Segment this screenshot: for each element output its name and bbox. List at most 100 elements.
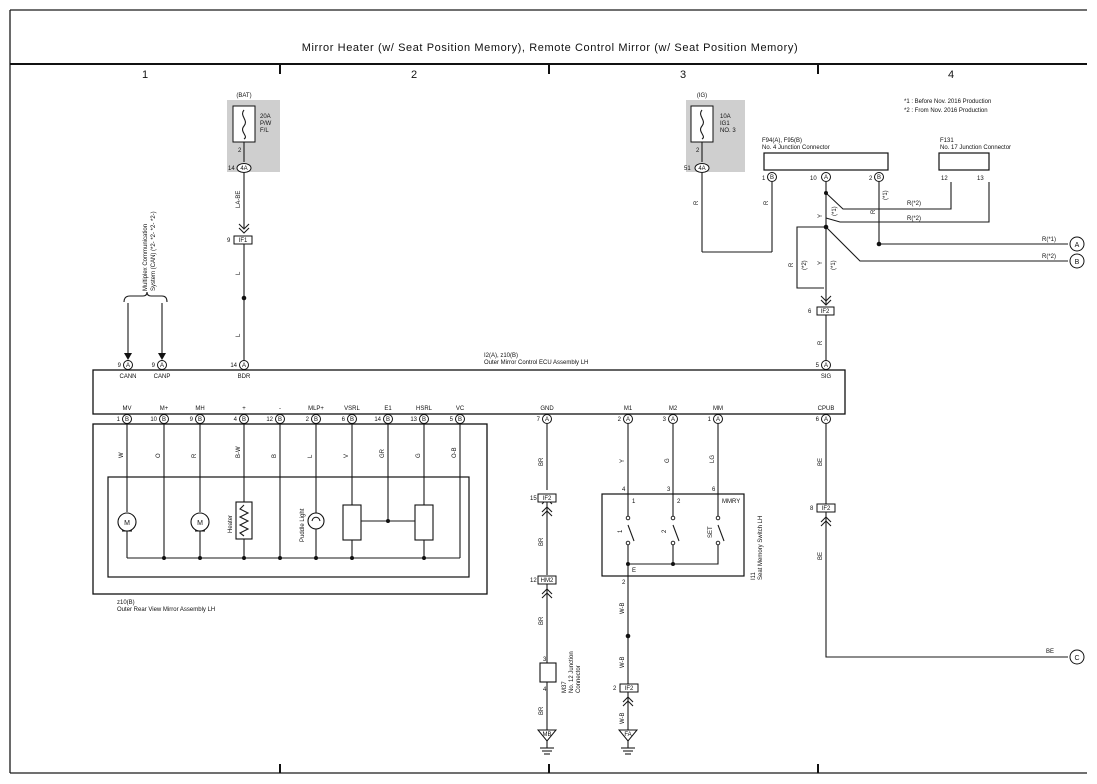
ecu-pin-label: CPUB: [818, 406, 835, 412]
ecu-pin-conn: B: [198, 417, 202, 423]
ecu-assembly: I2(A), z10(B) Outer Mirror Control ECU A…: [92, 353, 846, 415]
ecu-pin-conn: A: [626, 417, 630, 423]
ecu-pin-label: E1: [384, 406, 392, 412]
ecu-name: Outer Mirror Control ECU Assembly LH: [484, 360, 588, 366]
ecu-pin-conn: B: [162, 417, 166, 423]
offpage-connector-a: [1069, 236, 1085, 252]
ecu-pin-label: CANN: [119, 374, 136, 380]
ig-fuse-name2: NO. 3: [720, 128, 736, 134]
bat-fuse-amp: 20A: [260, 114, 271, 120]
svg-text:IF2: IF2: [625, 686, 634, 692]
ecu-pin-label: M+: [160, 406, 169, 412]
svg-text:M: M: [197, 520, 203, 527]
jc12-pin-bot: 4: [543, 687, 547, 693]
wire-color-label: G: [416, 453, 422, 458]
can-bus: Multiplex Communication System (CAN) (*2…: [123, 211, 168, 360]
ig-supply-label: (IG): [697, 93, 707, 99]
wire-color-label: O-B: [452, 447, 458, 458]
wire-color-label: L: [308, 454, 314, 458]
heater-icon: [235, 501, 253, 540]
svg-text:B: B: [877, 175, 881, 181]
wire-r-ig: R: [694, 200, 700, 205]
jc17-pin-12: 12: [941, 176, 948, 182]
puddle-light-icon: [307, 512, 325, 530]
ecu-pin-number: 1: [117, 417, 121, 423]
page-frame: [9, 9, 1087, 774]
ecu-pin-label: MLP+: [308, 406, 324, 412]
ecu-pin-number: 1: [708, 417, 712, 423]
ig-fuse-conn: 4A: [698, 166, 705, 172]
ecu-pin-conn: A: [126, 363, 130, 369]
svg-text:12: 12: [530, 578, 537, 584]
wire-br-1: BR: [539, 457, 545, 466]
ecu-pin-label: M1: [624, 406, 633, 412]
ground-mb: MB: [543, 732, 552, 738]
wire-br-2: BR: [539, 537, 545, 546]
ecu-pin-m2: [668, 414, 678, 424]
jc4-pin-10: 10: [810, 176, 817, 182]
ecu-pin-number: 9: [190, 417, 194, 423]
switch-pin-6: 6: [712, 487, 716, 493]
svg-text:2: 2: [613, 686, 617, 692]
ecu-pin-label: MM: [713, 406, 723, 412]
note-2: *2 : From Nov. 2016 Production: [904, 108, 988, 114]
ecu-pin-number: 9: [118, 363, 122, 369]
bat-fuse-name: P/W: [260, 121, 272, 127]
junction-connector-17: F131 No. 17 Junction Connector 12 13: [938, 138, 1011, 182]
ecu-pin-number: 3: [663, 417, 667, 423]
ecu-pin-m1: [623, 414, 633, 424]
ecu-pin-number: 2: [618, 417, 622, 423]
svg-text:B: B: [1075, 259, 1080, 266]
ecu-pin-label: +: [242, 406, 246, 412]
note-1: *1 : Before Nov. 2016 Production: [904, 99, 991, 105]
ecu-pin-conn: B: [458, 417, 462, 423]
ecu-pin-conn: A: [671, 417, 675, 423]
wire-r-loop: R: [789, 262, 795, 267]
wire-star1-upper: (*1): [832, 206, 838, 216]
ecu-pin-label: VSRL: [344, 406, 360, 412]
wire-color-label: G: [665, 458, 671, 463]
ecu-pin-conn: B: [350, 417, 354, 423]
offpage-connector-b: [1069, 253, 1085, 269]
wire-wb-2: W-B: [620, 656, 626, 668]
ecu-label: I2(A), z10(B): [484, 353, 518, 359]
wire-r-star2-b: R(*2): [907, 216, 921, 222]
svg-text:IF1: IF1: [239, 238, 248, 244]
ecu-pin-label: MV: [123, 406, 132, 412]
ecu-pin-conn: A: [545, 417, 549, 423]
bat-supply-label: (BAT): [236, 93, 251, 99]
wire-color-label: O: [156, 453, 162, 458]
svg-text:M: M: [124, 520, 130, 527]
wire-la-be: LA-BE: [236, 191, 242, 208]
mirror-name: Outer Rear View Mirror Assembly LH: [117, 607, 215, 613]
wire-r-pin2: R: [871, 209, 877, 214]
switch-contact-2: [672, 524, 680, 542]
jc17-pin-13: 13: [977, 176, 984, 182]
ecu-pin-number: 13: [410, 417, 417, 423]
svg-text:15: 15: [530, 496, 537, 502]
switch-e-label: E: [632, 568, 636, 574]
junction-connector-4: F94(A), F95(B) No. 4 Junction Connector …: [762, 138, 889, 182]
svg-text:IF2: IF2: [543, 496, 552, 502]
ecu-pin-label: M2: [669, 406, 678, 412]
fuse-bat-block: (BAT) 20A P/W F/L 2 14 4A: [227, 93, 280, 173]
wire-color-label: Y: [620, 459, 626, 463]
jc4-name: No. 4 Junction Connector: [762, 145, 830, 151]
wire-color-label: LG: [710, 455, 716, 463]
ecu-pin-conn: B: [386, 417, 390, 423]
wire-wb-3: W-B: [620, 712, 626, 724]
svg-text:HM2: HM2: [541, 578, 554, 584]
column-4-label: 4: [948, 69, 954, 81]
switch-term-2: 2: [677, 499, 681, 505]
wire-y-jc4: Y: [818, 214, 824, 218]
ecu-pin-conn: A: [824, 417, 828, 423]
ecu-pin-number: 10: [150, 417, 157, 423]
column-1-label: 1: [142, 69, 148, 81]
wire-star1-loop: (*1): [831, 260, 837, 270]
ecu-pin-cann: [123, 360, 133, 370]
ecu-pin-label: CANP: [154, 374, 171, 380]
fuse-ig-block: (IG) 10A IG1 NO. 3 2 51 4A: [684, 93, 745, 173]
switch-name: Seat Memory Switch LH: [758, 516, 764, 580]
wire-color-label: B-W: [236, 446, 242, 458]
